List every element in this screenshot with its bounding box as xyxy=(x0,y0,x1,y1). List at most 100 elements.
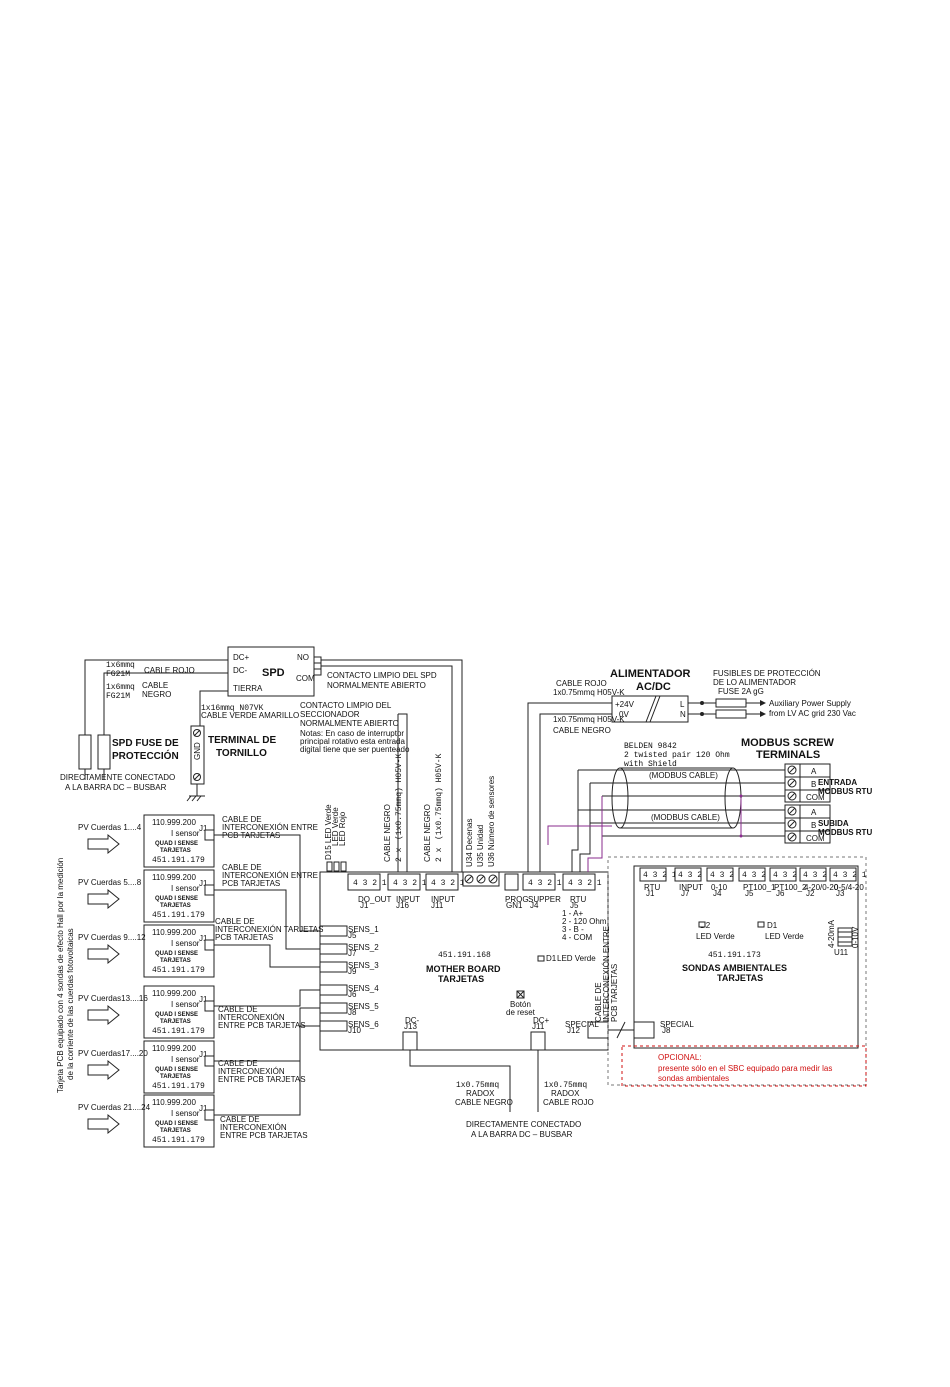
qs-sensor: I sensor xyxy=(171,829,200,838)
led-rojo: LED Rojo xyxy=(338,811,347,846)
terminal-size: 1x16mmq N07VK xyxy=(201,704,264,713)
qs-part: 110.999.200 xyxy=(152,1044,196,1053)
mb-term-com1: COM xyxy=(806,793,825,802)
amb-pins: 4 3 2 1 xyxy=(803,871,837,880)
mb-c6-j: J5 xyxy=(570,901,579,910)
inter-label: CABLE DE xyxy=(222,815,262,824)
amb-pins: 4 3 2 1 xyxy=(643,871,677,880)
amb-conn-j: J2 xyxy=(806,889,815,898)
mb-reset2: de reset xyxy=(506,1008,536,1017)
mb-rtu-4: 4 - COM xyxy=(562,933,593,942)
inter-v-l2: INTERCONEXIÓN ENTRE xyxy=(602,926,611,1022)
inter-label: CABLE DE xyxy=(222,863,262,872)
mb-term-b1: B xyxy=(811,780,816,789)
sense-3-j: J9 xyxy=(348,967,357,976)
cable-rojo-code: FG21M xyxy=(106,670,130,679)
pv-input-arrow xyxy=(87,1113,120,1135)
inter-label: PCB TARJETAS xyxy=(222,879,280,888)
mb-term-com2: COM xyxy=(806,834,825,843)
alim-p0: 0V xyxy=(619,710,629,719)
busbar-bottom-l1: DIRECTAMENTE CONECTADO xyxy=(466,1120,581,1129)
inter-label: CABLE DE xyxy=(218,1005,258,1014)
sense-1: SENS_1 xyxy=(348,925,379,934)
mb-term-a2: A xyxy=(811,808,817,817)
busbar-top-l1: DIRECTAMENTE CONECTADO xyxy=(60,773,175,782)
qs-j1: J1 xyxy=(199,995,208,1004)
u34-label: U34 Decenas xyxy=(465,819,474,867)
spd-no: NO xyxy=(297,653,309,662)
led-verde: LED Verde xyxy=(331,807,340,846)
sense-5: SENS_5 xyxy=(348,1002,379,1011)
qs-code: 451.191.179 xyxy=(152,966,205,975)
amb-d1: D1 xyxy=(767,921,778,930)
amb-conn-name: PT100_2 xyxy=(774,883,807,892)
qs-sensor: I sensor xyxy=(171,884,200,893)
inter-label: ENTRE PCB TARJETAS xyxy=(218,1075,306,1084)
qs-name1: QUAD I SENSE xyxy=(155,1067,198,1073)
inter-label: ENTRE PCB TARJETAS xyxy=(218,1021,306,1030)
qs-code: 451.191.179 xyxy=(152,856,205,865)
pv-input-arrow xyxy=(87,943,120,965)
inter-label: ENTRE PCB TARJETAS xyxy=(220,1131,308,1140)
alim-aux2: from LV AC grid 230 Vac xyxy=(769,709,856,718)
alim-negro: CABLE NEGRO xyxy=(553,726,611,735)
spd-fuse-l1: SPD FUSE DE xyxy=(112,738,179,749)
spd-title: SPD xyxy=(262,667,285,679)
qs-name2: TARJETAS xyxy=(160,1128,191,1134)
qs-part: 110.999.200 xyxy=(152,818,196,827)
qs-part: 110.999.200 xyxy=(152,873,196,882)
inter-label: CABLE DE xyxy=(215,917,255,926)
u35-label: U35 Unidad xyxy=(476,825,485,867)
mb-name2: TARJETAS xyxy=(438,974,484,984)
amb-conn-j: J6 xyxy=(776,889,785,898)
mb-c5-name: SUPPER xyxy=(528,895,561,904)
alim-title2: AC/DC xyxy=(636,681,671,693)
mb-c1-name: DO_OUT xyxy=(358,895,391,904)
pv-input-arrow xyxy=(87,888,120,910)
amb-conn-j: J1 xyxy=(646,889,655,898)
amb-pins: 4 3 2 1 xyxy=(742,871,776,880)
alim-title1: ALIMENTADOR xyxy=(610,668,691,680)
busbar-top-l2: A LA BARRA DC – BUSBAR xyxy=(65,783,167,792)
secc-l1: CONTACTO LIMPIO DEL xyxy=(300,701,392,710)
mb-pins-1: 4 3 2 1 xyxy=(353,879,387,888)
alim-rojo: CABLE ROJO xyxy=(556,679,607,688)
qs-sensor: I sensor xyxy=(171,1000,200,1009)
qs-part: 110.999.200 xyxy=(152,928,196,937)
alimentador: +24V 0V L N xyxy=(611,695,689,723)
amb-name2: TARJETAS xyxy=(717,973,763,983)
amb-conn-j: J4 xyxy=(713,889,722,898)
mb-dcp-j: J11 xyxy=(532,1022,545,1031)
opcional-t: OPCIONAL: xyxy=(658,1053,702,1062)
vcable1-b: (1x0.75mmq) H05V-K xyxy=(395,753,404,840)
mb-d1: D1 xyxy=(546,954,557,963)
modbus-t1: MODBUS SCREW xyxy=(741,737,835,749)
sense-6: SENS_6 xyxy=(348,1020,379,1029)
spd-tierra: TIERRA xyxy=(233,684,263,693)
pv-label: PV Cuerdas13....16 xyxy=(78,994,148,1003)
inter-v-l3: PCB TARJETAS xyxy=(610,964,619,1022)
opcional-l2: sondas ambientales xyxy=(658,1074,729,1083)
cable-negro-label2: NEGRO xyxy=(142,690,171,699)
inter-v-l1: CABLE DE xyxy=(594,982,603,1022)
mb-c6-name: RTU xyxy=(570,895,587,904)
mb-reset1: Botón xyxy=(510,1000,531,1009)
mb-dcm-j: J13 xyxy=(404,1022,417,1031)
pv-label: PV Cuerdas 5....8 xyxy=(78,878,142,887)
pv-label: PV Cuerdas 9....12 xyxy=(78,933,146,942)
qs-j1: J1 xyxy=(199,1104,208,1113)
belden-l3: with Shield xyxy=(624,760,677,769)
spd-fuse xyxy=(78,734,111,780)
amb-name1: SONDAS AMBIENTALES xyxy=(682,963,787,973)
qs-name2: TARJETAS xyxy=(160,958,191,964)
mb-c1-j: J1 xyxy=(360,901,369,910)
inter-label: INTERCONEXIÓN xyxy=(218,1013,285,1022)
optional-area xyxy=(607,856,867,1086)
sense-5-j: J8 xyxy=(348,1008,357,1017)
mb-special: SPECIAL xyxy=(565,1020,599,1029)
amb-code: 451.191.173 xyxy=(708,951,761,960)
qs-name1: QUAD I SENSE xyxy=(155,951,198,957)
qs-j1: J1 xyxy=(199,1050,208,1059)
